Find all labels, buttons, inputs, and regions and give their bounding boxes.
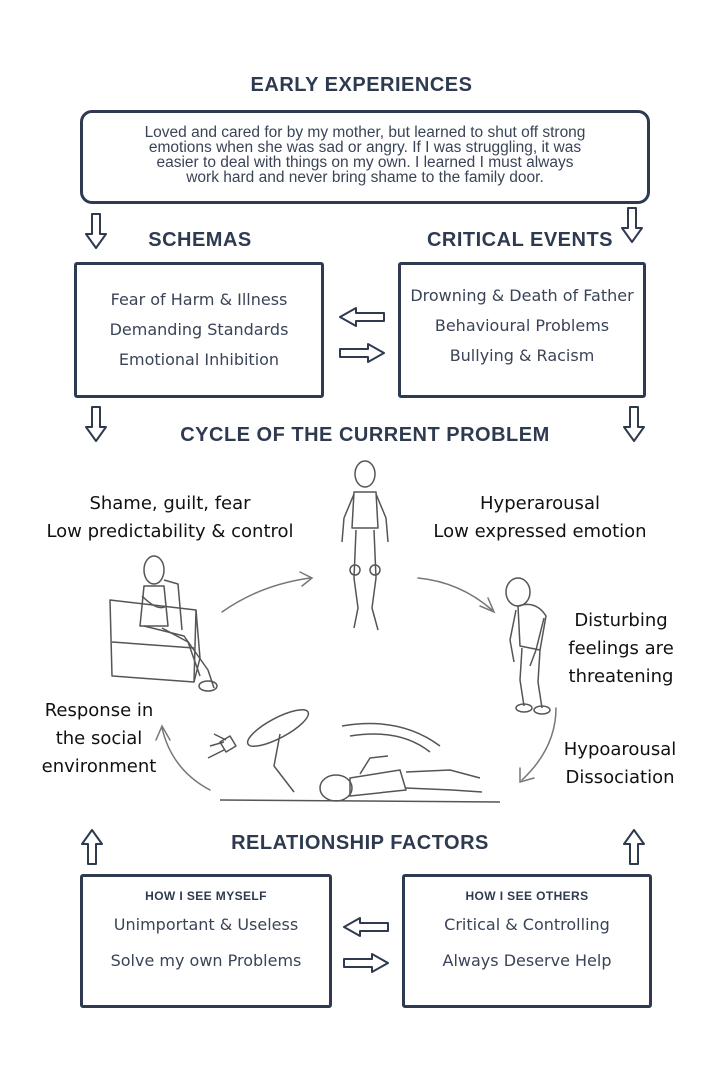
label-line: the social bbox=[55, 728, 143, 749]
label-line: Hyperarousal bbox=[480, 493, 600, 514]
early-line: emotions when she was sad or angry. If I… bbox=[148, 139, 582, 156]
label-line: Hypoarousal bbox=[563, 739, 677, 760]
cycle-arrow-icon bbox=[161, 727, 211, 791]
schemas-box: Fear of Harm & Illness Demanding Standar… bbox=[74, 262, 324, 398]
standing-figure-illustration bbox=[341, 460, 389, 631]
schema-item: Fear of Harm & Illness bbox=[110, 290, 288, 309]
label-line: Dissociation bbox=[565, 767, 675, 788]
cycle-arrow-icon bbox=[299, 571, 314, 587]
down-arrow-icon bbox=[85, 213, 107, 249]
sitting-figure-illustration bbox=[109, 555, 218, 692]
schemas-title: SCHEMAS bbox=[148, 229, 252, 251]
up-arrow-icon bbox=[81, 829, 103, 865]
critical-events-title: CRITICAL EVENTS bbox=[426, 229, 614, 251]
cycle-label-response: Response in the social environment bbox=[34, 697, 164, 781]
cycle-arrow-icon bbox=[479, 597, 496, 614]
left-arrow-icon bbox=[339, 307, 385, 327]
left-arrow-icon bbox=[343, 917, 389, 937]
label-line: environment bbox=[41, 756, 157, 777]
early-experiences-text: Loved and cared for by my mother, but le… bbox=[83, 113, 647, 186]
early-line: work hard and never bring shame to the f… bbox=[186, 169, 544, 186]
right-arrow-icon bbox=[343, 953, 389, 973]
early-line: easier to deal with things on my own. I … bbox=[156, 154, 574, 171]
early-experiences-box: Loved and cared for by my mother, but le… bbox=[80, 110, 650, 204]
down-arrow-icon bbox=[621, 207, 643, 243]
label-line: Disturbing bbox=[574, 610, 668, 631]
how-i-see-myself-title: HOW I SEE MYSELF bbox=[145, 889, 267, 903]
label-line: threatening bbox=[568, 666, 674, 687]
critical-events-box: Drowning & Death of Father Behavioural P… bbox=[398, 262, 646, 398]
up-arrow-icon bbox=[623, 829, 645, 865]
others-item: Critical & Controlling bbox=[444, 915, 610, 934]
others-item: Always Deserve Help bbox=[442, 951, 612, 970]
down-arrow-icon bbox=[623, 406, 645, 442]
right-arrow-icon bbox=[339, 343, 385, 363]
critical-event-item: Drowning & Death of Father bbox=[410, 286, 634, 305]
early-line: Loved and cared for by my mother, but le… bbox=[144, 124, 586, 141]
label-line: Low expressed emotion bbox=[433, 521, 647, 542]
cycle-arrow-icon bbox=[221, 577, 311, 613]
how-i-see-myself-box: HOW I SEE MYSELF Unimportant & Useless S… bbox=[80, 874, 332, 1008]
cycle-arrow-icon bbox=[155, 724, 171, 741]
how-i-see-others-box: HOW I SEE OTHERS Critical & Controlling … bbox=[402, 874, 652, 1008]
bent-figure-illustration bbox=[505, 577, 551, 715]
cycle-title: CYCLE OF THE CURRENT PROBLEM bbox=[180, 424, 550, 446]
cycle-arrow-icon bbox=[521, 707, 557, 781]
self-item: Solve my own Problems bbox=[110, 951, 302, 970]
cycle-label-shame: Shame, guilt, fear Low predictability & … bbox=[30, 490, 310, 546]
cycle-label-hyperarousal: Hyperarousal Low expressed emotion bbox=[420, 490, 660, 546]
schema-item: Demanding Standards bbox=[109, 320, 289, 339]
cycle-label-hypoarousal: Hypoarousal Dissociation bbox=[550, 736, 690, 792]
label-line: Shame, guilt, fear bbox=[89, 493, 251, 514]
label-line: Low predictability & control bbox=[46, 521, 294, 542]
critical-event-item: Behavioural Problems bbox=[434, 316, 610, 335]
label-line: feelings are bbox=[568, 638, 674, 659]
cycle-arrow-icon bbox=[519, 767, 535, 783]
down-arrow-icon bbox=[85, 406, 107, 442]
label-line: Response in bbox=[44, 700, 154, 721]
lying-figure-illustration bbox=[207, 709, 501, 803]
how-i-see-others-title: HOW I SEE OTHERS bbox=[465, 889, 589, 903]
cycle-label-disturbing: Disturbing feelings are threatening bbox=[556, 607, 686, 691]
cycle-arrow-icon bbox=[417, 577, 493, 611]
critical-event-item: Bullying & Racism bbox=[449, 346, 595, 365]
schema-item: Emotional Inhibition bbox=[118, 350, 280, 369]
early-experiences-title: EARLY EXPERIENCES bbox=[250, 74, 473, 96]
relationship-factors-title: RELATIONSHIP FACTORS bbox=[231, 832, 489, 854]
self-item: Unimportant & Useless bbox=[113, 915, 299, 934]
